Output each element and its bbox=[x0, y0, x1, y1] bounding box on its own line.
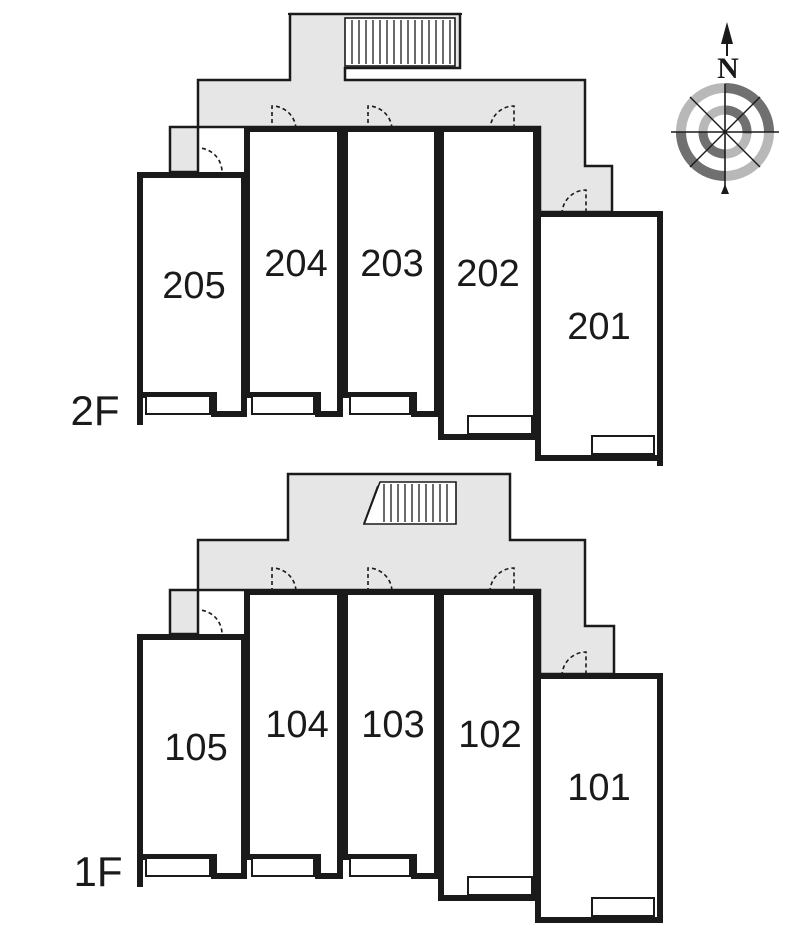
floor-1f: 105 104 103 102 101 1F bbox=[73, 472, 663, 923]
room-number: 103 bbox=[361, 704, 424, 746]
room-number: 105 bbox=[164, 727, 227, 769]
staircase-1f bbox=[362, 481, 457, 525]
room-number: 205 bbox=[162, 265, 225, 307]
unit-102[interactable]: 102 bbox=[438, 589, 539, 901]
unit-201[interactable]: 201 bbox=[535, 211, 663, 466]
compass-rose: N bbox=[671, 22, 779, 194]
unit-205[interactable]: 205 bbox=[137, 172, 247, 425]
floor-label-2f: 2F bbox=[70, 387, 119, 434]
room-number: 102 bbox=[458, 714, 521, 756]
north-label: N bbox=[717, 52, 739, 85]
floor-2f: 205 204 203 202 201 2F bbox=[70, 12, 663, 466]
room-number: 101 bbox=[567, 767, 630, 809]
stair-treads-2f bbox=[351, 20, 451, 64]
unit-203[interactable]: 203 bbox=[342, 126, 440, 417]
staircase-2f bbox=[288, 13, 462, 67]
stair-treads-1f bbox=[383, 484, 448, 522]
room-number: 203 bbox=[360, 243, 423, 285]
floor-label-1f: 1F bbox=[73, 848, 122, 895]
room-number: 204 bbox=[264, 243, 327, 285]
unit-104[interactable]: 104 bbox=[244, 589, 343, 879]
north-arrow-icon bbox=[721, 22, 733, 56]
unit-105[interactable]: 105 bbox=[137, 634, 247, 887]
room-number: 202 bbox=[456, 253, 519, 295]
unit-101[interactable]: 101 bbox=[535, 673, 663, 923]
room-number: 104 bbox=[265, 704, 328, 746]
compass-rings-icon bbox=[671, 83, 779, 194]
unit-204[interactable]: 204 bbox=[244, 126, 343, 417]
unit-103[interactable]: 103 bbox=[342, 589, 440, 879]
room-number: 201 bbox=[567, 306, 630, 348]
unit-202[interactable]: 202 bbox=[438, 126, 539, 440]
